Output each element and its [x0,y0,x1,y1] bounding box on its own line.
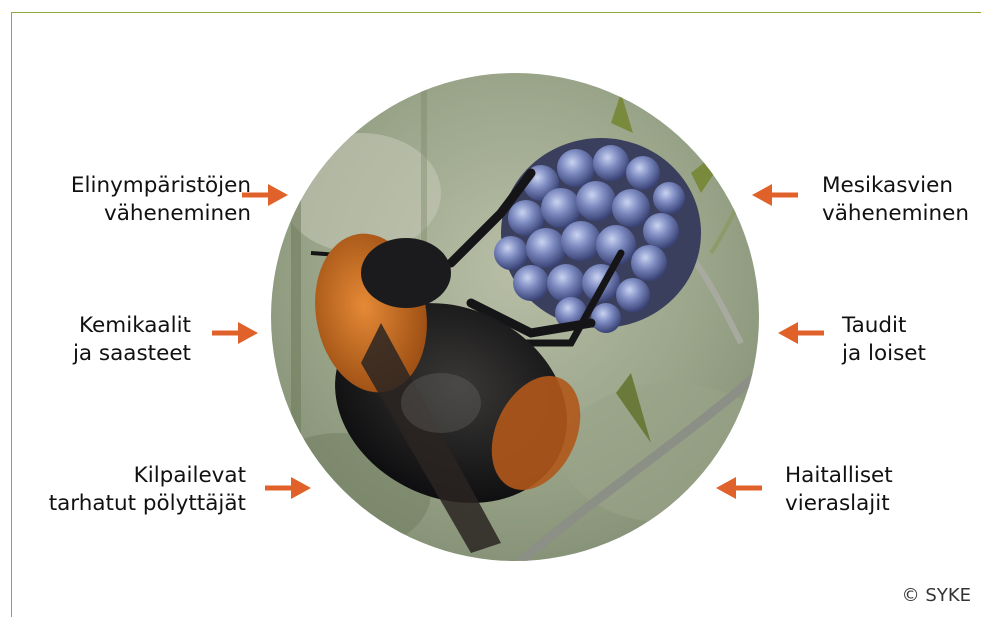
bumblebee-photo [271,73,759,561]
label-invasive-species-line1: Haitalliset [785,462,893,490]
label-habitat-loss-line1: Elinympäristöjen [71,172,251,200]
label-chemicals-line1: Kemikaalit [73,312,191,340]
label-habitat-loss: Elinympäristöjen väheneminen [71,172,251,228]
label-managed-pollinators: Kilpailevat tarhatut pölyttäjät [49,462,246,518]
label-managed-pollinators-line1: Kilpailevat [49,462,246,490]
label-habitat-loss-line2: väheneminen [71,200,251,228]
label-forage-loss-line2: väheneminen [822,200,969,228]
arrow-right-icon [242,182,288,208]
label-managed-pollinators-line2: tarhatut pölyttäjät [49,490,246,518]
arrow-right-icon [212,320,258,346]
arrow-left-icon [716,475,762,501]
arrow-left-icon [752,182,798,208]
copyright-notice: © SYKE [902,585,971,606]
label-diseases-line1: Taudit [842,312,926,340]
label-invasive-species: Haitalliset vieraslajit [785,462,893,518]
label-chemicals: Kemikaalit ja saasteet [73,312,191,368]
label-diseases: Taudit ja loiset [842,312,926,368]
label-forage-loss-line1: Mesikasvien [822,172,969,200]
arrow-left-icon [778,320,824,346]
label-diseases-line2: ja loiset [842,340,926,368]
label-forage-loss: Mesikasvien väheneminen [822,172,969,228]
label-invasive-species-line2: vieraslajit [785,490,893,518]
label-chemicals-line2: ja saasteet [73,340,191,368]
arrow-right-icon [265,475,311,501]
